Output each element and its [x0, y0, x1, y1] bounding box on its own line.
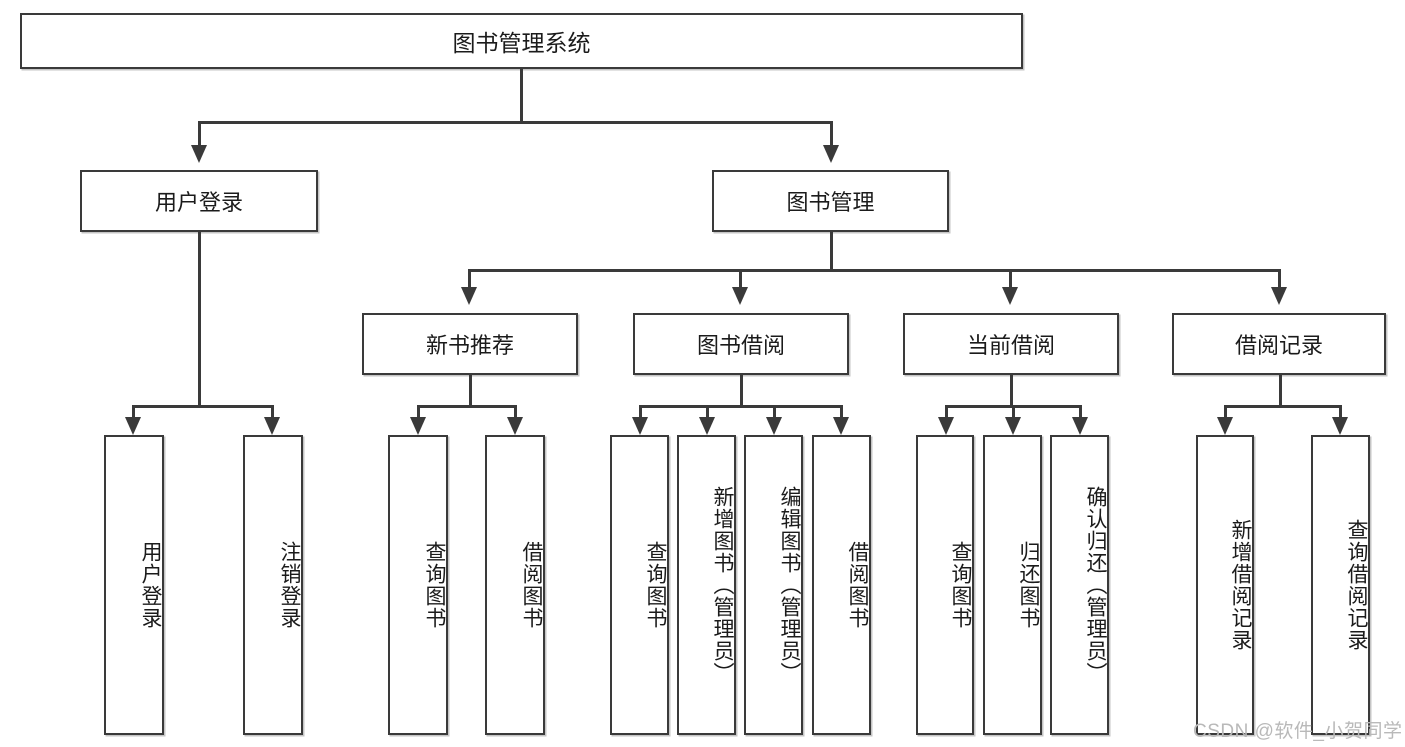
edge-newbook-stem [469, 375, 472, 407]
arrow-to-borrow-record [1271, 287, 1287, 305]
edge-borrow-stem [740, 375, 743, 407]
edge-borrow-to-leaf-4 [840, 405, 843, 419]
leaf-add-borrow-record[interactable]: 新增借阅记录 [1196, 435, 1254, 735]
edge-current-to-leaf-3 [1079, 405, 1082, 419]
edge-newbook-to-leaf-1 [417, 405, 420, 419]
arrow-to-new-book-recommend [461, 287, 477, 305]
edge-borrow-bus [639, 405, 842, 408]
edge-record-bus [1224, 405, 1341, 408]
arrow-to-leaf-borrow-book-a [507, 417, 523, 435]
node-label: 查询图书 [423, 541, 446, 629]
node-borrow-record[interactable]: 借阅记录 [1172, 313, 1386, 375]
arrow-to-book-borrow [732, 287, 748, 305]
edge-login-to-leaf-1 [132, 405, 135, 419]
arrow-to-leaf-return-book [1005, 417, 1021, 435]
arrow-to-leaf-edit-book [766, 417, 782, 435]
edge-root-bus [198, 121, 833, 124]
node-root-system[interactable]: 图书管理系统 [20, 13, 1023, 69]
node-label: 借阅记录 [1234, 333, 1323, 358]
arrow-to-leaf-add-record [1217, 417, 1233, 435]
arrow-to-leaf-query-record [1332, 417, 1348, 435]
node-user-login[interactable]: 用户登录 [80, 170, 318, 232]
arrow-to-user-login [191, 145, 207, 163]
arrow-to-leaf-user-login [125, 417, 141, 435]
arrow-to-leaf-query-book-b [632, 417, 648, 435]
arrow-to-leaf-query-book-c [938, 417, 954, 435]
edge-current-to-leaf-2 [1012, 405, 1015, 419]
edge-login-stem [198, 232, 201, 407]
node-label: 查询图书 [644, 541, 667, 629]
leaf-query-borrow-record[interactable]: 查询借阅记录 [1311, 435, 1370, 735]
edge-login-bus [132, 405, 273, 408]
leaf-query-book-borrow[interactable]: 查询图书 [610, 435, 669, 735]
arrow-to-leaf-confirm-return [1072, 417, 1088, 435]
edge-root-to-login [198, 121, 201, 145]
edge-root-to-bookmgmt [830, 121, 833, 145]
edge-borrow-to-leaf-3 [773, 405, 776, 419]
arrow-to-current-borrow [1002, 287, 1018, 305]
edge-record-to-leaf-2 [1339, 405, 1342, 419]
leaf-add-book-admin[interactable]: 新增图书（管理员） [677, 435, 736, 735]
node-book-management[interactable]: 图书管理 [712, 170, 949, 232]
node-label: 图书管理系统 [452, 30, 591, 56]
node-label: 图书借阅 [696, 333, 785, 358]
arrow-to-leaf-query-book-a [410, 417, 426, 435]
node-label: 新增图书（管理员） [711, 486, 734, 684]
edge-borrow-to-leaf-1 [639, 405, 642, 419]
edge-current-stem [1010, 375, 1013, 407]
node-label: 编辑图书（管理员） [778, 486, 801, 684]
node-label: 确认归还（管理员） [1084, 486, 1107, 684]
edge-borrow-to-leaf-2 [706, 405, 709, 419]
edge-newbook-to-leaf-2 [514, 405, 517, 419]
node-label: 用户登录 [139, 541, 162, 629]
arrow-to-leaf-add-book [699, 417, 715, 435]
csdn-watermark: CSDN @软件_小贺同学 [1193, 721, 1403, 742]
leaf-edit-book-admin[interactable]: 编辑图书（管理员） [744, 435, 803, 735]
node-new-book-recommend[interactable]: 新书推荐 [362, 313, 578, 375]
node-book-borrow[interactable]: 图书借阅 [633, 313, 849, 375]
node-label: 归还图书 [1017, 541, 1040, 629]
leaf-logout[interactable]: 注销登录 [243, 435, 303, 735]
node-label: 借阅图书 [846, 541, 869, 629]
leaf-borrow-book-recommend[interactable]: 借阅图书 [485, 435, 545, 735]
edge-newbook-bus [417, 405, 516, 408]
node-label: 当前借阅 [966, 333, 1055, 358]
leaf-user-login[interactable]: 用户登录 [104, 435, 164, 735]
arrow-to-leaf-logout [264, 417, 280, 435]
edge-bookmgmt-stem [830, 232, 833, 271]
node-current-borrow[interactable]: 当前借阅 [903, 313, 1119, 375]
edge-root-stem [520, 69, 523, 121]
node-label: 新增借阅记录 [1229, 519, 1252, 651]
edge-current-to-leaf-1 [945, 405, 948, 419]
node-label: 注销登录 [278, 541, 301, 629]
arrow-to-leaf-borrow-book-b [833, 417, 849, 435]
leaf-query-book-current[interactable]: 查询图书 [916, 435, 974, 735]
edge-bookmgmt-to-newbook [468, 269, 471, 289]
node-label: 图书管理 [786, 190, 875, 215]
edge-record-stem [1279, 375, 1282, 407]
node-label: 新书推荐 [425, 333, 514, 358]
leaf-confirm-return-admin[interactable]: 确认归还（管理员） [1050, 435, 1109, 735]
edge-bookmgmt-to-borrow [739, 269, 742, 289]
arrow-to-book-management [823, 145, 839, 163]
edge-login-to-leaf-2 [271, 405, 274, 419]
leaf-query-book-recommend[interactable]: 查询图书 [388, 435, 448, 735]
edge-bookmgmt-to-current [1009, 269, 1012, 289]
edge-bookmgmt-bus [468, 269, 1280, 272]
edge-bookmgmt-to-record [1278, 269, 1281, 289]
node-label: 查询图书 [949, 541, 972, 629]
leaf-return-book[interactable]: 归还图书 [983, 435, 1042, 735]
node-label: 借阅图书 [520, 541, 543, 629]
leaf-borrow-book[interactable]: 借阅图书 [812, 435, 871, 735]
node-label: 用户登录 [154, 190, 243, 215]
edge-record-to-leaf-1 [1224, 405, 1227, 419]
node-label: 查询借阅记录 [1345, 519, 1368, 651]
